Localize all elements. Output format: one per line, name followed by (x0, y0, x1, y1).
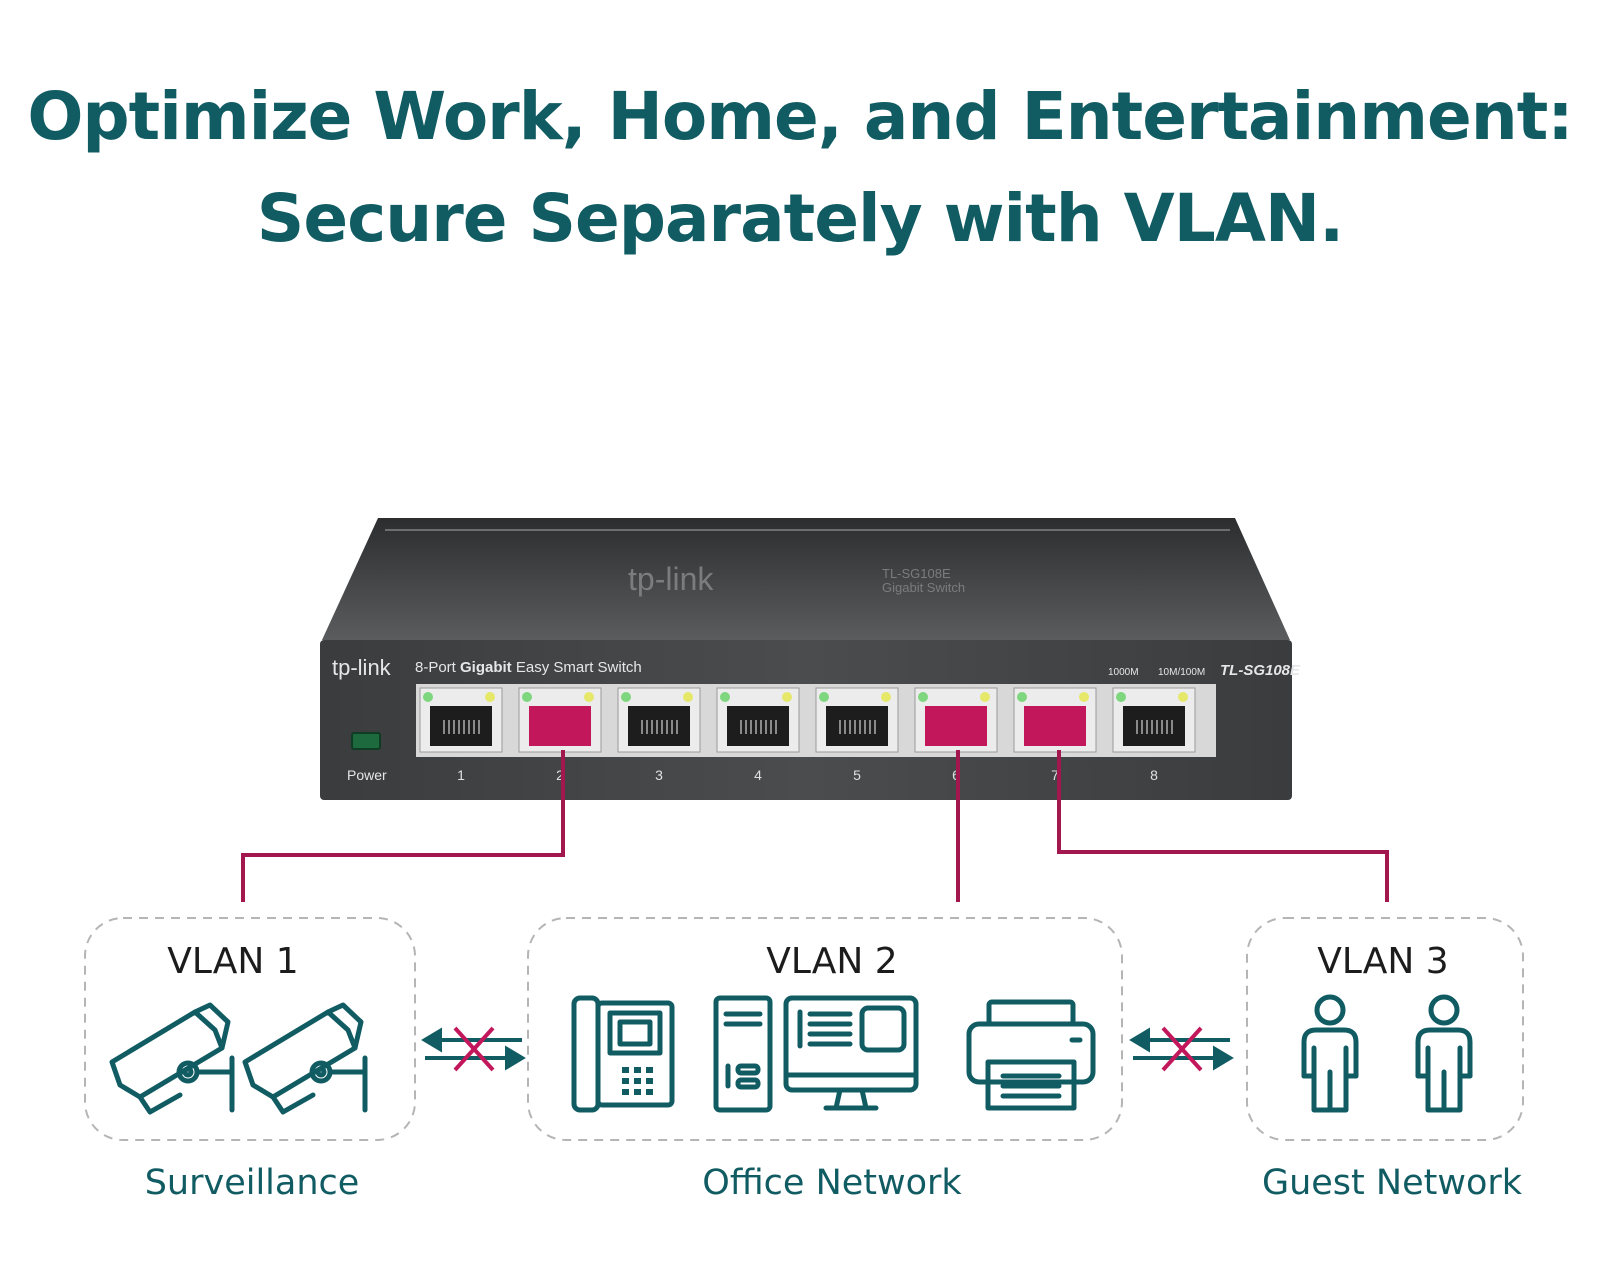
port-number-label: 1 (457, 767, 465, 783)
connector-lines (241, 750, 1389, 902)
port-led (782, 692, 792, 702)
port-led (918, 692, 928, 702)
ethernet-port-8: 8 (1112, 687, 1196, 783)
port-led (980, 692, 990, 702)
port-led (621, 692, 631, 702)
vlan-2-label: VLAN 2 (766, 941, 897, 982)
ethernet-port-7: 7 (1013, 687, 1097, 783)
desktop-computer-icon (713, 995, 919, 1113)
port-led (485, 692, 495, 702)
ethernet-port-1: 1 (419, 687, 503, 783)
port-led (819, 692, 829, 702)
vlan-1-label: VLAN 1 (167, 941, 298, 982)
port-jack (628, 706, 690, 746)
port-jack (727, 706, 789, 746)
switch-description: 8-Port Gigabit Easy Smart Switch (415, 659, 642, 676)
switch-top-brand: tp-link (628, 561, 714, 597)
port-led (1178, 692, 1188, 702)
led-label-1000m: 1000M (1108, 667, 1139, 678)
port-led (881, 692, 891, 702)
network-switch: tp-link TL-SG108E Gigabit Switch tp-link… (320, 518, 1301, 800)
desk-phone-icon (571, 995, 675, 1113)
security-camera-icon (109, 1002, 235, 1115)
blocked-traffic-icon (1129, 1026, 1234, 1072)
ethernet-port-3: 3 (617, 687, 701, 783)
highlighted-port-jack (925, 706, 987, 746)
ethernet-port-2: 2 (518, 687, 602, 783)
port-led (1017, 692, 1027, 702)
security-camera-icon (242, 1002, 368, 1115)
port-led (584, 692, 594, 702)
connector-port-2-vlan-1 (241, 750, 565, 902)
headline-line-1: Optimize Work, Home, and Entertainment: (27, 78, 1573, 155)
highlighted-port-jack (1024, 706, 1086, 746)
ethernet-port-4: 4 (716, 687, 800, 783)
person-icon (1415, 994, 1473, 1113)
vlan-3-label: VLAN 3 (1317, 941, 1448, 982)
headline-line-2: Secure Separately with VLAN. (256, 180, 1344, 257)
port-number-label: 3 (655, 767, 663, 783)
power-led (351, 732, 381, 750)
port-led (1116, 692, 1126, 702)
ethernet-port-5: 5 (815, 687, 899, 783)
power-label: Power (347, 767, 387, 783)
port-number-label: 4 (754, 767, 762, 783)
port-number-label: 2 (556, 767, 564, 783)
port-jack (1123, 706, 1185, 746)
port-jack (430, 706, 492, 746)
vlan-2-box (527, 917, 1123, 1141)
vlan-1-box (84, 917, 416, 1141)
port-led (423, 692, 433, 702)
port-jack (826, 706, 888, 746)
port-led (522, 692, 532, 702)
highlighted-port-jack (529, 706, 591, 746)
port-led (720, 692, 730, 702)
port-number-label: 5 (853, 767, 861, 783)
port-number-label: 8 (1150, 767, 1158, 783)
vlan-3-box (1246, 917, 1524, 1141)
switch-model: TL-SG108E (1220, 662, 1301, 679)
connector-port-7-vlan-3 (1057, 750, 1389, 902)
port-number-label: 7 (1051, 767, 1059, 783)
switch-front-brand: tp-link (332, 655, 392, 680)
port-led (1079, 692, 1089, 702)
switch-top-subtitle: Gigabit Switch (882, 580, 965, 595)
led-label-10-100m: 10M/100M (1158, 667, 1205, 678)
group-label-surveillance: Surveillance (145, 1163, 360, 1203)
blocked-traffic-icon (421, 1026, 526, 1072)
switch-top-panel (322, 518, 1290, 640)
port-led (683, 692, 693, 702)
printer-icon (966, 999, 1096, 1111)
person-icon (1301, 994, 1359, 1113)
group-label-office-network: Office Network (702, 1163, 962, 1203)
switch-top-model: TL-SG108E (882, 566, 951, 581)
group-label-guest-network: Guest Network (1262, 1163, 1523, 1203)
